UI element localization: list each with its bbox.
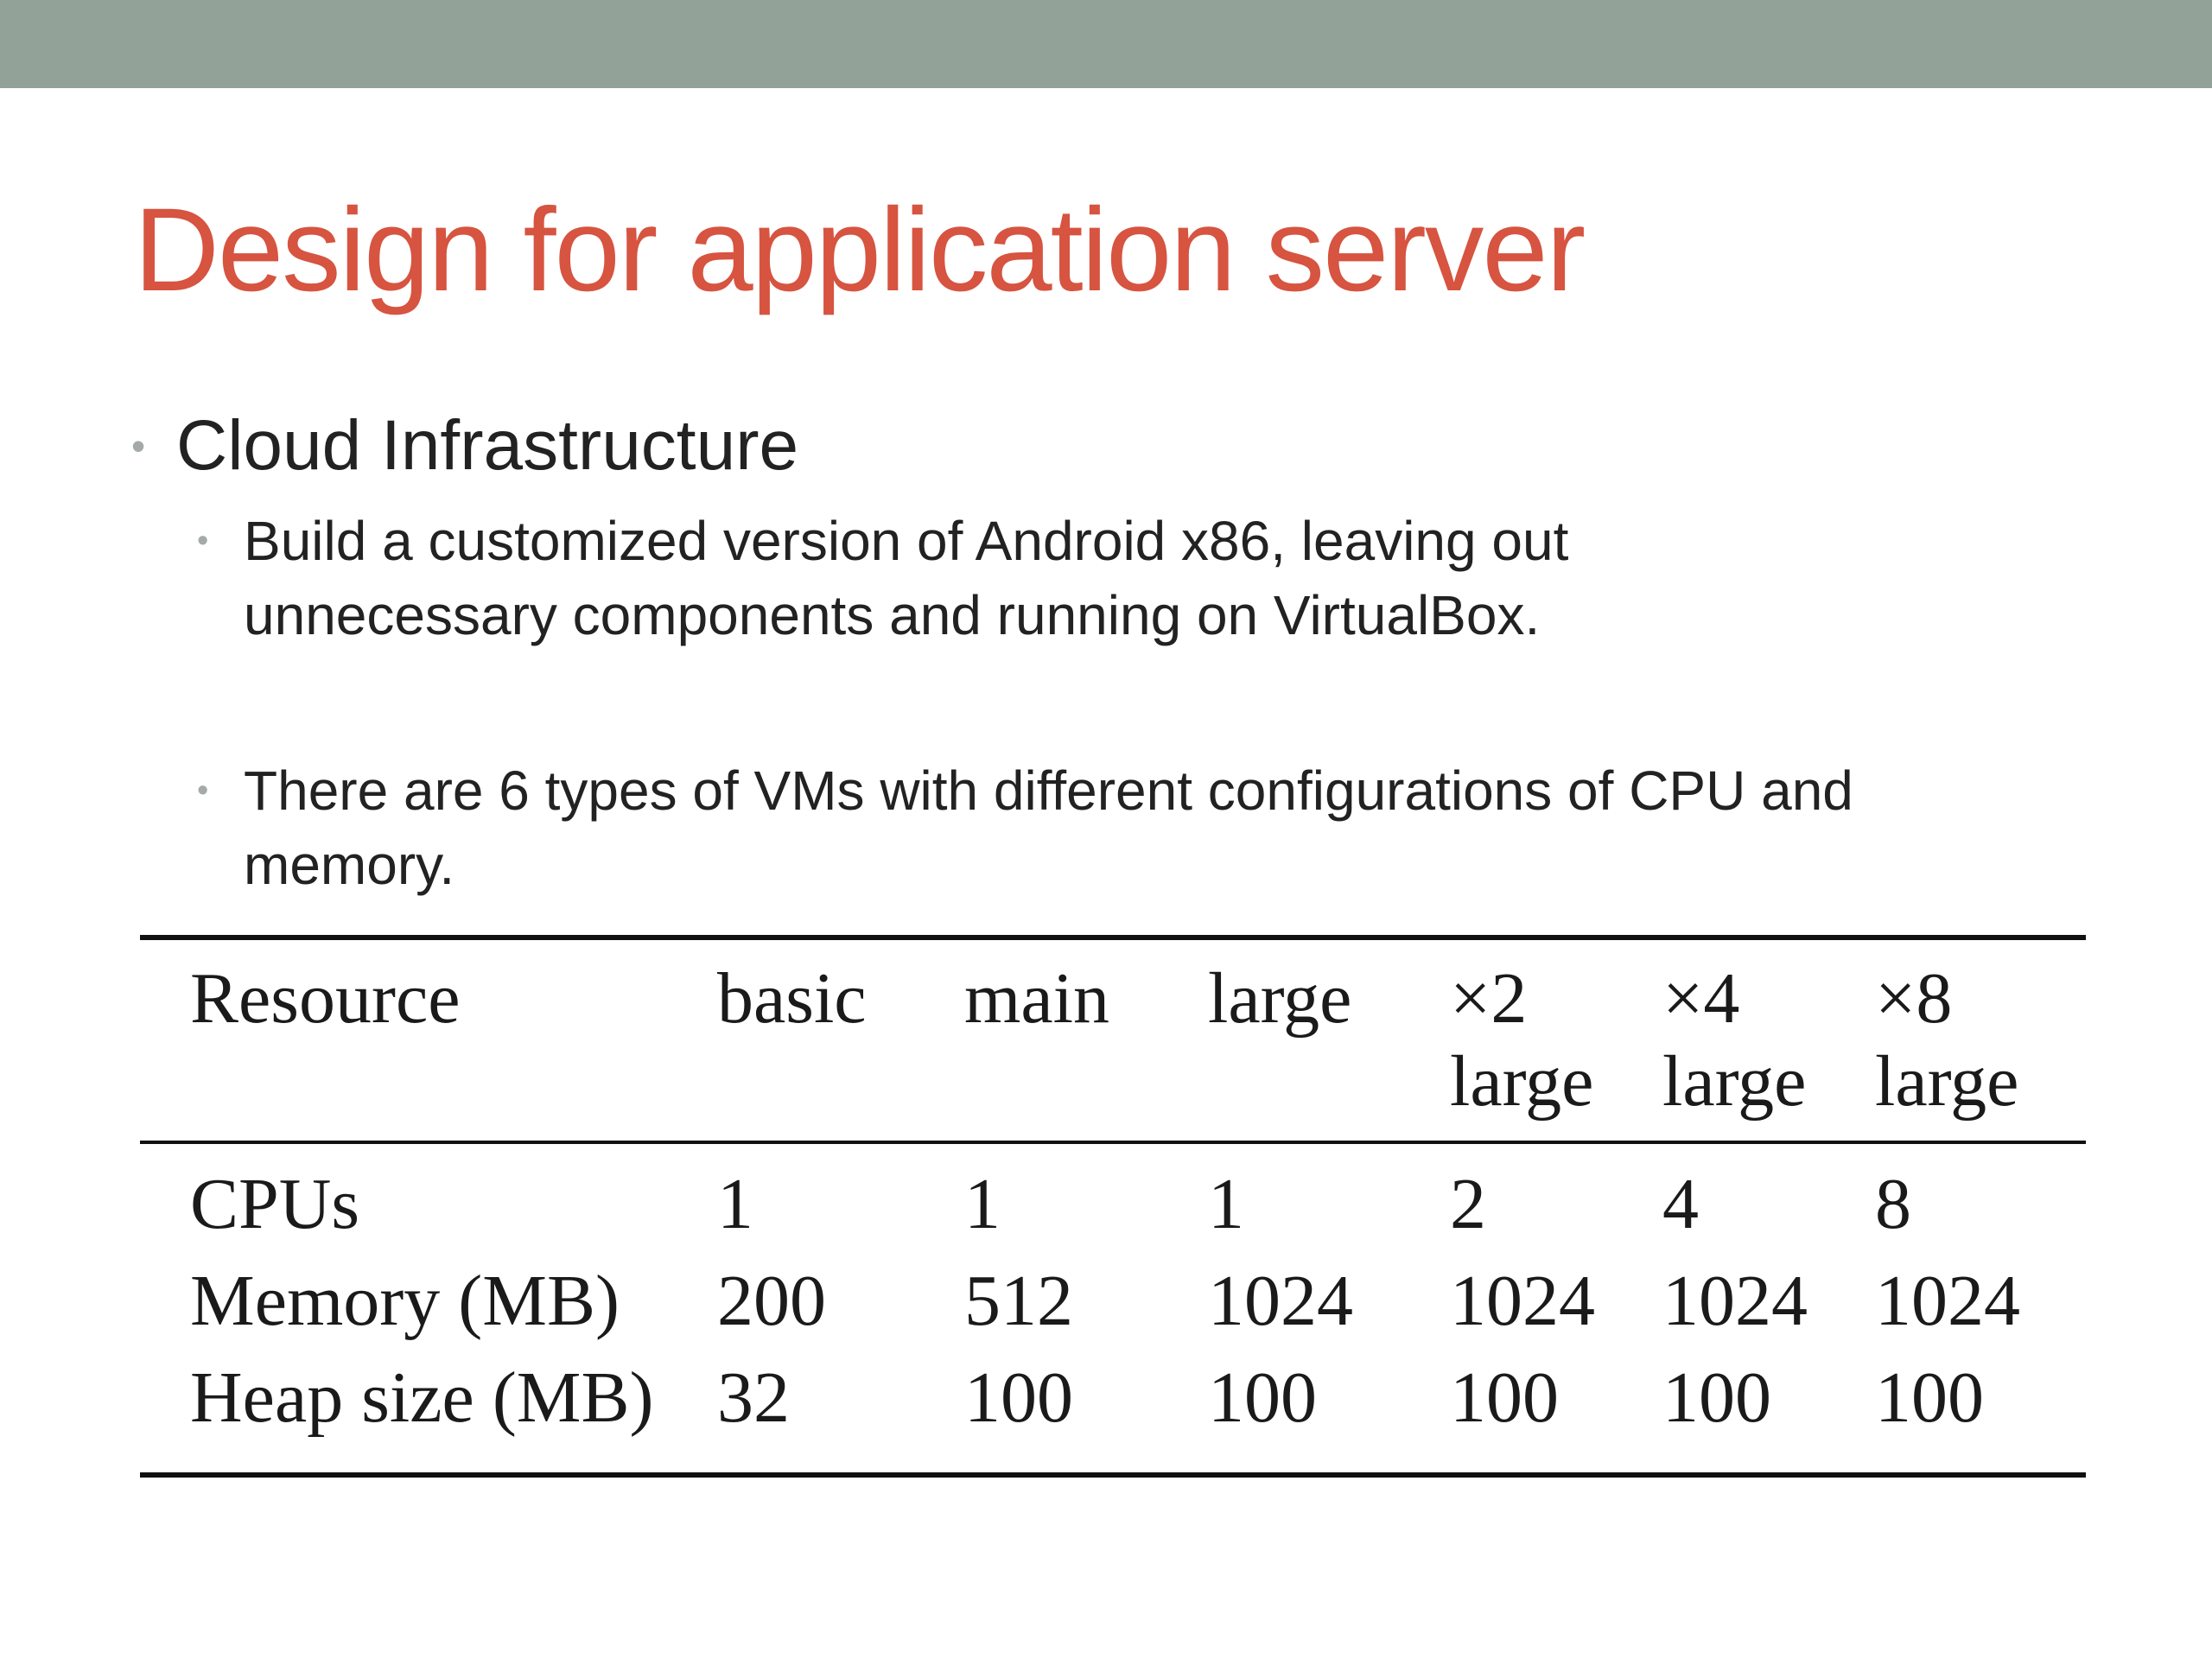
bullet-text: Cloud Infrastructure	[176, 406, 799, 485]
table-row-memory: Memory (MB) 200 512 1024 1024 1024 1024	[140, 1253, 2086, 1350]
slide-top-band	[0, 0, 2212, 88]
bullet-cloud-infrastructure: • Cloud Infrastructure	[131, 404, 798, 487]
bullet-dot-icon: •	[197, 523, 209, 559]
table-cell: 100	[1662, 1357, 1771, 1438]
slide-title: Design for application server	[134, 184, 1586, 316]
bullet-dot-icon: •	[131, 423, 146, 468]
table-cell: 1024	[1450, 1261, 1595, 1341]
row-label: Memory (MB)	[190, 1261, 620, 1341]
table-cell: 1	[1208, 1164, 1244, 1244]
header-resource: Resource	[190, 958, 461, 1039]
table-cell: 4	[1662, 1164, 1699, 1244]
table-cell: 100	[1875, 1357, 1984, 1438]
sub-bullet-vm-types: • There are 6 types of VMs with differen…	[197, 753, 2098, 902]
sub-bullet-android-x86: • Build a customized version of Android …	[197, 504, 2098, 652]
table-cell: 100	[964, 1357, 1073, 1438]
header-main: main	[964, 958, 1109, 1039]
table-cell: 8	[1875, 1164, 1911, 1244]
table-row-heap-size: Heap size (MB) 32 100 100 100 100 100	[140, 1350, 2086, 1475]
table-row-cpus: CPUs 1 1 1 2 4 8	[140, 1142, 2086, 1253]
table-cell: 100	[1450, 1357, 1559, 1438]
table-cell: 512	[964, 1261, 1073, 1341]
table-cell: 32	[717, 1357, 790, 1438]
row-label: CPUs	[190, 1164, 360, 1244]
header-large: large	[1208, 958, 1352, 1039]
row-label: Heap size (MB)	[190, 1357, 654, 1438]
table-cell: 2	[1450, 1164, 1486, 1244]
sub-bullet-text: There are 6 types of VMs with different …	[244, 760, 1853, 896]
bullet-dot-icon: •	[197, 772, 209, 809]
table-cell: 1024	[1875, 1261, 2020, 1341]
table-cell: 1024	[1208, 1261, 1353, 1341]
table-cell: 200	[717, 1261, 826, 1341]
table-cell: 1024	[1662, 1261, 1808, 1341]
sub-bullet-text: Build a customized version of Android x8…	[244, 510, 1569, 646]
table-cell: 100	[1208, 1357, 1317, 1438]
header-basic: basic	[717, 958, 867, 1039]
table-cell: 1	[717, 1164, 753, 1244]
table-cell: 1	[964, 1164, 1001, 1244]
